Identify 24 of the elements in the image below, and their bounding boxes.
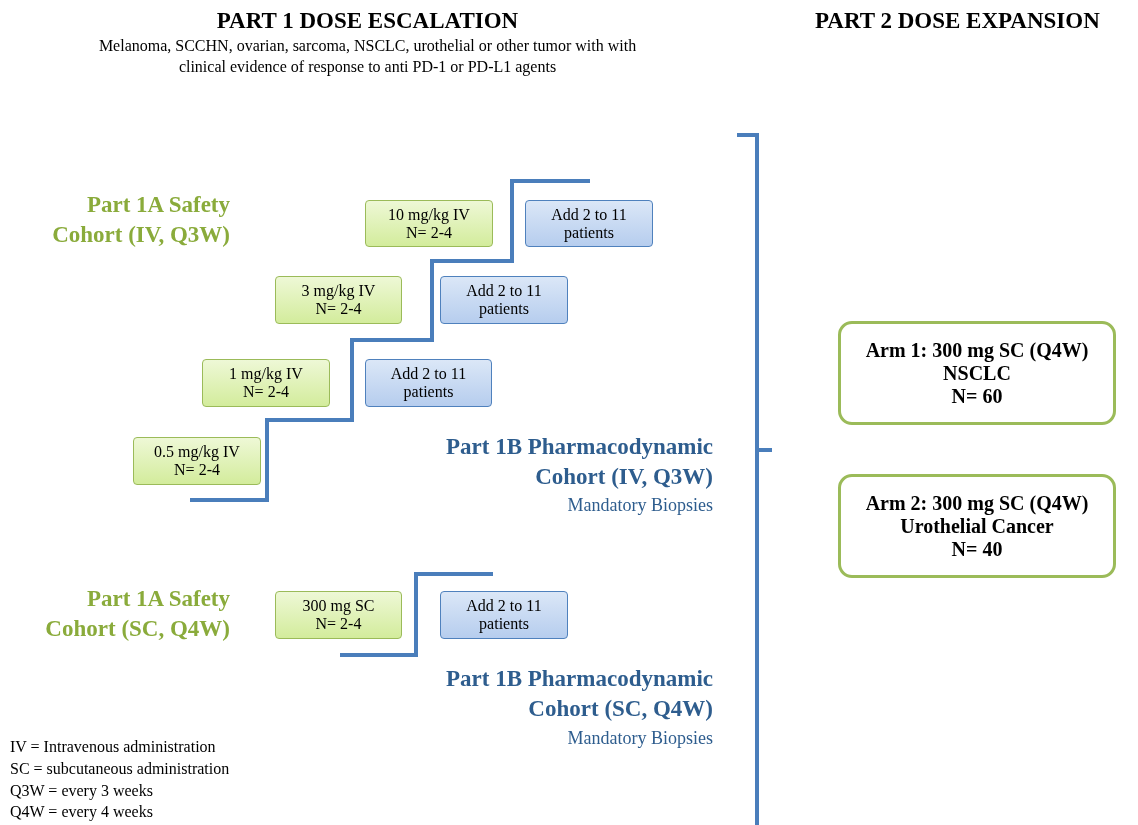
arm-box: Arm 2: 300 mg SC (Q4W) Urothelial Cancer N= 40 <box>838 474 1116 578</box>
patients-box: Add 2 to 11 patients <box>440 591 568 639</box>
patients-box: Add 2 to 11 patients <box>365 359 492 407</box>
dose-box: 300 mg SC N= 2-4 <box>275 591 402 639</box>
note: Mandatory Biopsies <box>566 494 713 517</box>
cohort-label: Part 1A Safety Cohort (IV, Q3W) <box>51 191 230 249</box>
patients-box: Add 2 to 11 patients <box>440 276 568 324</box>
abbreviation-note: Q3W = every 3 weeks <box>10 781 154 802</box>
patients-box: Add 2 to 11 patients <box>525 200 653 247</box>
arm-box: Arm 1: 300 mg SC (Q4W) NSCLC N= 60 <box>838 321 1116 425</box>
heading: PART 1 DOSE ESCALATION <box>215 7 520 35</box>
abbreviation-note: IV = Intravenous administration <box>10 737 217 757</box>
description: Melanoma, SCCHN, ovarian, sarcoma, NSCLC, urothelial or other tumor with with clinical evidence of response to anti PD-1 or PD-L1 agents <box>97 36 638 78</box>
abbreviation-note: SC = subcutaneous administration <box>10 759 231 779</box>
dose-box: 10 mg/kg IV N= 2-4 <box>365 200 493 247</box>
dose-box: 3 mg/kg IV N= 2-4 <box>275 276 402 324</box>
note: Mandatory Biopsies <box>566 727 713 750</box>
dose-box: 1 mg/kg IV N= 2-4 <box>202 359 330 407</box>
abbreviation-note: Q4W = every 4 weeks <box>10 802 154 823</box>
cohort-label: Part 1A Safety Cohort (SC, Q4W) <box>44 585 230 643</box>
cohort-label: Part 1B Pharmacodynamic Cohort (IV, Q3W) <box>445 433 713 491</box>
heading: PART 2 DOSE EXPANSION <box>815 7 1101 35</box>
cohort-label: Part 1B Pharmacodynamic Cohort (SC, Q4W) <box>445 665 713 723</box>
dose-box: 0.5 mg/kg IV N= 2-4 <box>133 437 261 485</box>
